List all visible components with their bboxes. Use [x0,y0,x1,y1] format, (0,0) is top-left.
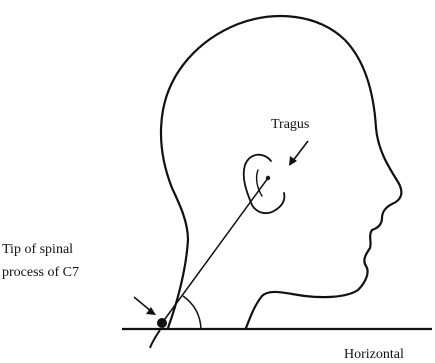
neck-back-continuation [150,330,160,348]
tragus-label: Tragus [271,117,309,132]
craniovertebral-angle-arc [183,296,201,329]
tragus-arrow-icon [289,141,308,166]
tragus-marker-dot [266,176,270,180]
c7-marker-dot [157,318,167,328]
c7-arrow-icon [134,297,156,315]
head-profile-outline [161,16,401,328]
c7-label-line2: process of C7 [2,265,79,280]
horizontal-label: Horizontal [344,347,404,362]
c7-label-line1: Tip of spinal [2,242,73,257]
